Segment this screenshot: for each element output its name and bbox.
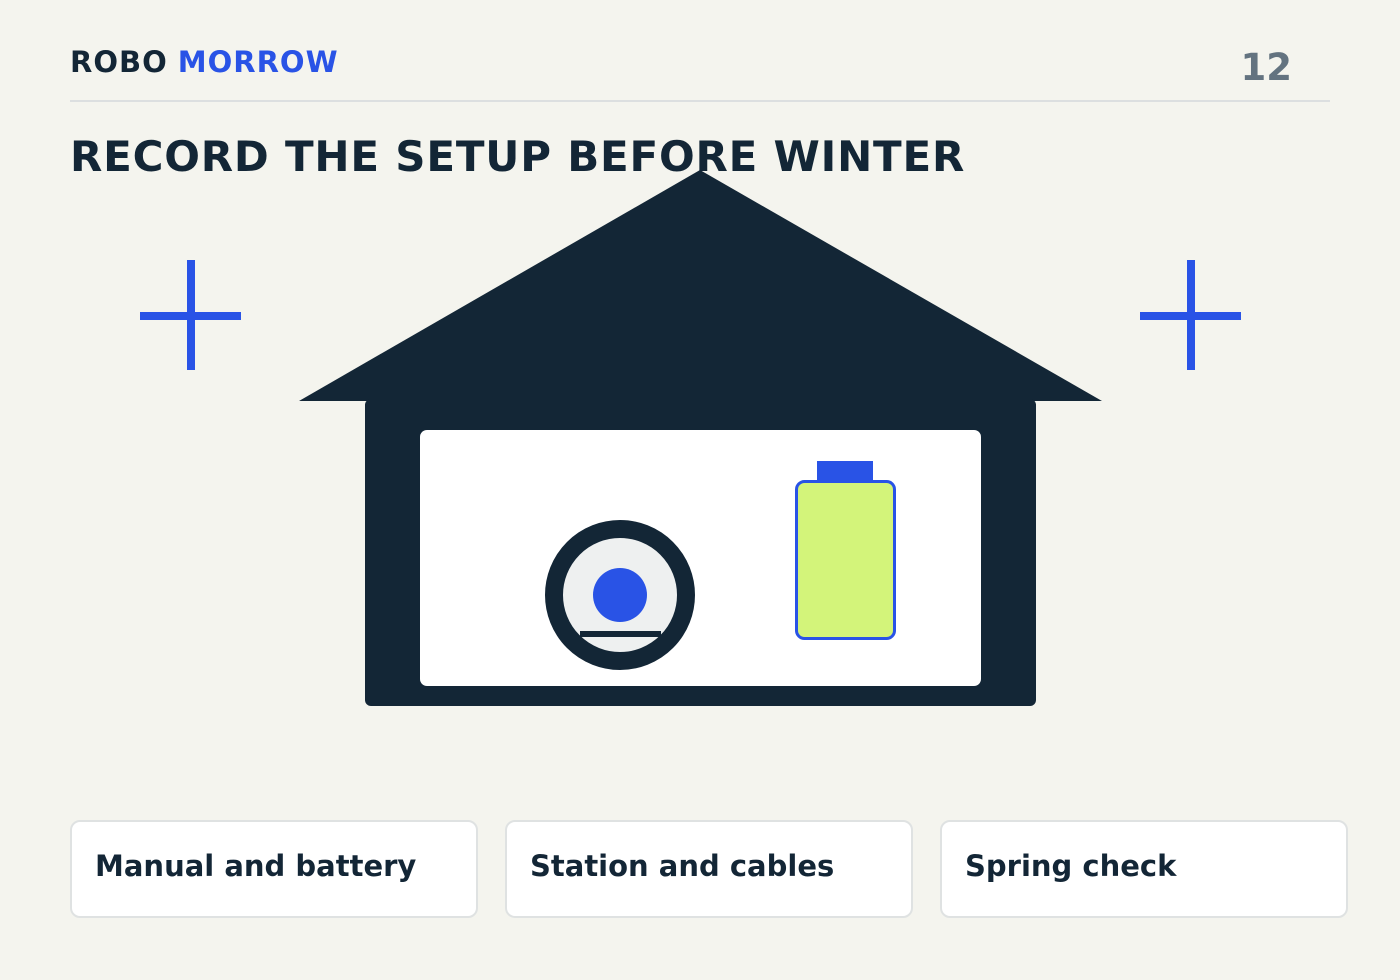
page-number: 12	[1240, 46, 1293, 89]
card-label: Spring check	[965, 849, 1177, 883]
card-label: Manual and battery	[95, 849, 417, 883]
header-divider	[70, 100, 1330, 102]
page-title: RECORD THE SETUP BEFORE WINTER	[70, 132, 966, 181]
brand-name-part1: ROBO	[70, 45, 168, 79]
sparkle-plus-icon	[140, 260, 241, 370]
card-spring-check: Spring check	[940, 820, 1348, 918]
robot-mower-icon	[545, 520, 695, 670]
card-station-and-cables: Station and cables	[505, 820, 913, 918]
card-manual-and-battery: Manual and battery	[70, 820, 478, 918]
house-icon	[299, 170, 1102, 706]
brand-logo: ROBO MORROW	[70, 44, 339, 80]
sparkle-plus-icon	[1140, 260, 1241, 370]
card-label: Station and cables	[530, 849, 835, 883]
battery-icon	[795, 461, 896, 640]
brand-name-part2: MORROW	[177, 45, 339, 79]
